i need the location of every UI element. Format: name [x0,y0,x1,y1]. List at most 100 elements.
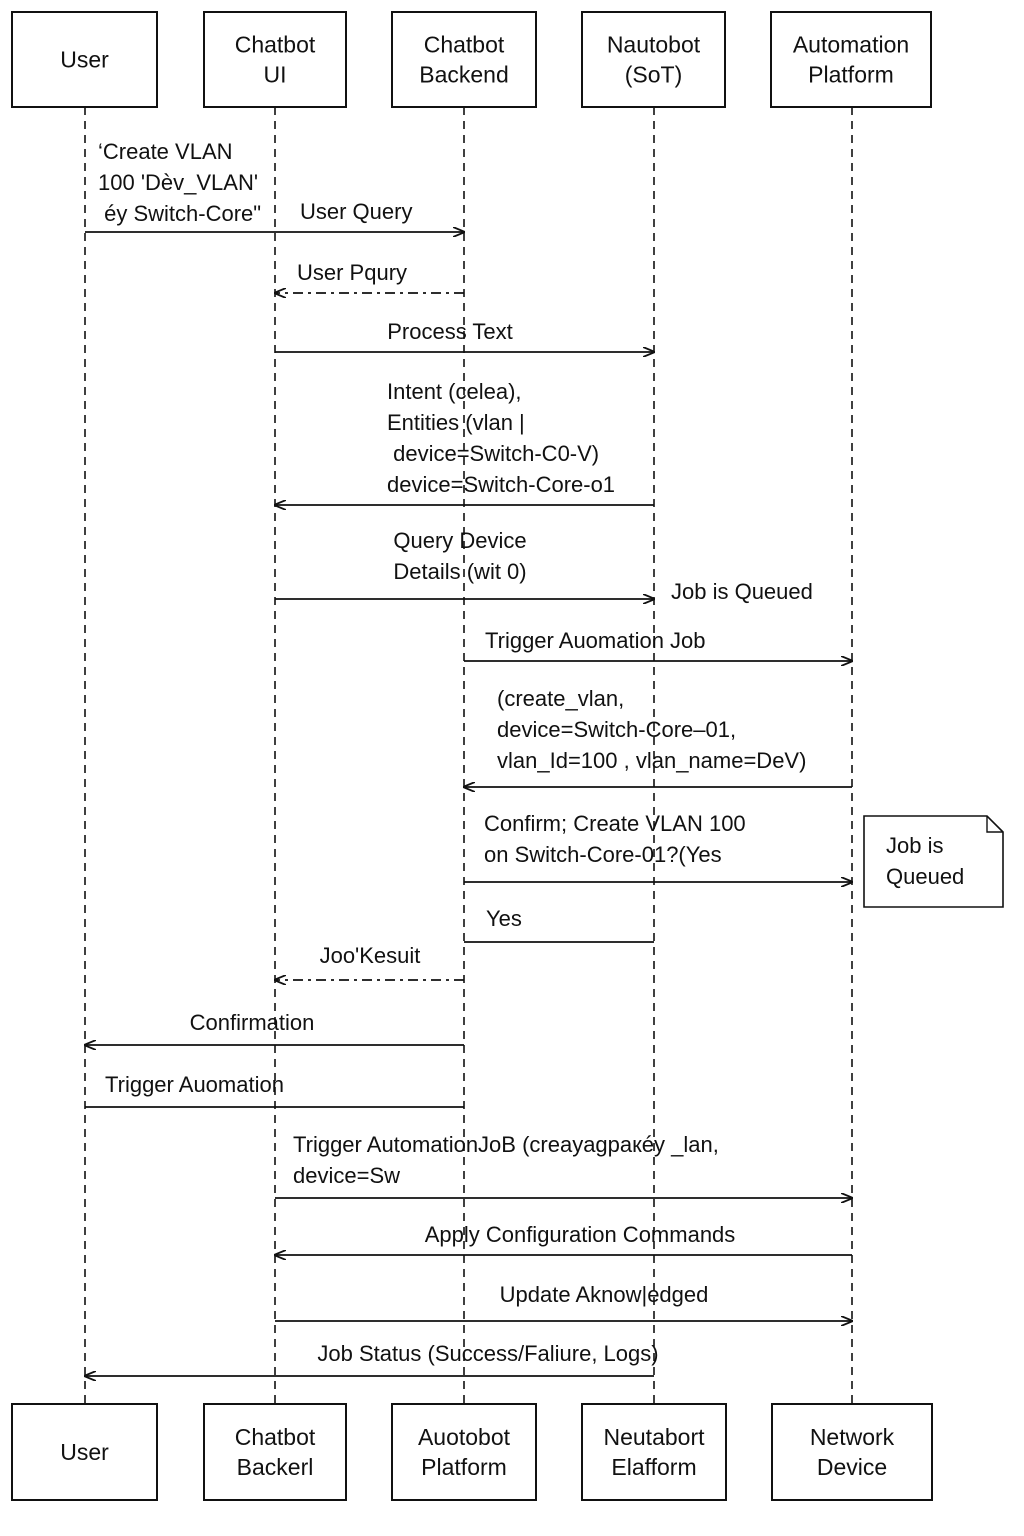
message-label: Trigger Auomation [105,1072,284,1097]
participant-bottom-box [11,1403,158,1501]
participant-top-label-line: User [60,47,109,73]
message-10: Joo'Kesuit [275,943,464,980]
message-9: Yes [464,906,654,943]
participant-top-1: User [11,11,158,108]
participant-top-label-line: (SoT) [625,62,683,88]
participant-bottom-label-line: Elafform [611,1454,696,1480]
message-label: Trigger Auomation Job [485,628,706,653]
participant-bottom-label-line: User [60,1439,109,1465]
message-label: User Query [300,199,412,224]
free-text-1-line: ‘Create VLAN [98,139,233,164]
message-label-line: Intent (celea), [387,379,522,404]
participant-bottom-box [391,1403,537,1501]
participant-bottom-label: User [60,1439,109,1465]
message-12: Trigger Auomation [85,1072,464,1108]
free-text-1: ‘Create VLAN 100 'Dèv_VLAN' éу Switch-Cor… [98,139,261,226]
participant-top-label-line: Backend [419,62,509,88]
participant-top-label-line: Chatbot [235,32,316,58]
participant-top-label-line: Chatbot [424,32,505,58]
message-13: Trigger AutomationJoB (creayagpакéу _lan… [275,1132,852,1198]
message-label-line: Trigger AutomationJoB (creayagpакéу _lan… [293,1132,719,1157]
message-7: (create_vlan,device=Switch-Core–01,vlan_… [464,686,852,787]
message-label-line: vlan_Id=100 , vlan_name=DeV) [497,748,806,773]
participant-top-box [391,11,537,108]
message-6: Trigger Auomation Job [464,628,852,661]
participant-top-box [203,11,347,108]
message-1: User Query [85,199,464,232]
message-label-line: Yes [486,906,522,931]
message-label: Confirm; Create VLAN 100 on Switch-Core-0… [484,811,746,867]
participant-bottom-box [203,1403,347,1501]
free-text-1-line: éу Switch-Core" [98,201,261,226]
participant-top-box [581,11,726,108]
message-2: User Pqury [275,260,464,293]
notes-layer: Job is Queued [863,815,1004,908]
participant-bottom-label-line: Auotobot [418,1424,511,1450]
note-text-line: Job is [886,833,943,858]
message-label-line: Job Status (Success/Faliure, Logs) [317,1341,658,1366]
message-11: Confirmation [85,1010,464,1045]
message-label-line: device=Sw [293,1163,400,1188]
participant-top-label-line: Nautobot [607,32,701,58]
message-label-line: device=Switch-C0-V) [387,441,599,466]
message-label: Yes [486,906,522,931]
message-3: Process Text [275,319,654,352]
note-text-line: Queued [886,864,964,889]
note: Job is Queued [863,815,1004,908]
participant-top-box [770,11,932,108]
message-label: Confirmation [190,1010,315,1035]
participant-bottom-label-line: Device [817,1454,887,1480]
participant-bottom-label-line: Platform [421,1454,507,1480]
message-label: Intent (celea),Entities (vlan | device=S… [387,379,615,497]
participant-bottom-1: User [11,1403,158,1501]
participant-top-label-line: UI [264,62,287,88]
message-label-line: on Switch-Core-01?(Yes [484,842,722,867]
message-label: (create_vlan,device=Switch-Core–01,vlan_… [497,686,806,773]
participant-top-label: Nautobot (SoT) [607,32,701,88]
participant-bottom-label-line: Neutabort [603,1424,705,1450]
participant-top-label: User [60,47,109,73]
message-15: Update Aknow|edged [275,1282,852,1321]
message-label-line: User Query [300,199,412,224]
participant-bottom-box [771,1403,933,1501]
message-label-line: Details (wit 0) [393,559,526,584]
message-label-line: Confirm; Create VLAN 100 [484,811,746,836]
message-label-line: device=Switch-Core–01, [497,717,736,742]
lifelines-layer [84,107,853,1404]
message-label-line: Confirmation [190,1010,315,1035]
free-text-1-line: 100 'Dèv_VLAN' [98,170,258,195]
participant-top-label-line: Automation [793,32,909,58]
participant-bottom-label-line: Chatbot [235,1424,316,1450]
message-label-line: Trigger Auomation Job [485,628,706,653]
free-text-2: Job is Queued [671,579,813,604]
message-14: Apply Configuration Commands [275,1222,852,1255]
message-label-line: Process Text [387,319,513,344]
message-label: Update Aknow|edged [500,1282,709,1307]
message-label-line: Joo'Kesuit [320,943,421,968]
participant-bottom-box [581,1403,727,1501]
participant-bottom-label-line: Backerl [237,1454,314,1480]
participant-top-box [11,11,158,108]
message-8: Confirm; Create VLAN 100 on Switch-Core-0… [464,811,852,882]
free-text-2-line: Job is Queued [671,579,813,604]
participant-bottom-label-line: Network [810,1424,895,1450]
message-label: Apply Configuration Commands [425,1222,736,1247]
message-label-line: Update Aknow|edged [500,1282,709,1307]
